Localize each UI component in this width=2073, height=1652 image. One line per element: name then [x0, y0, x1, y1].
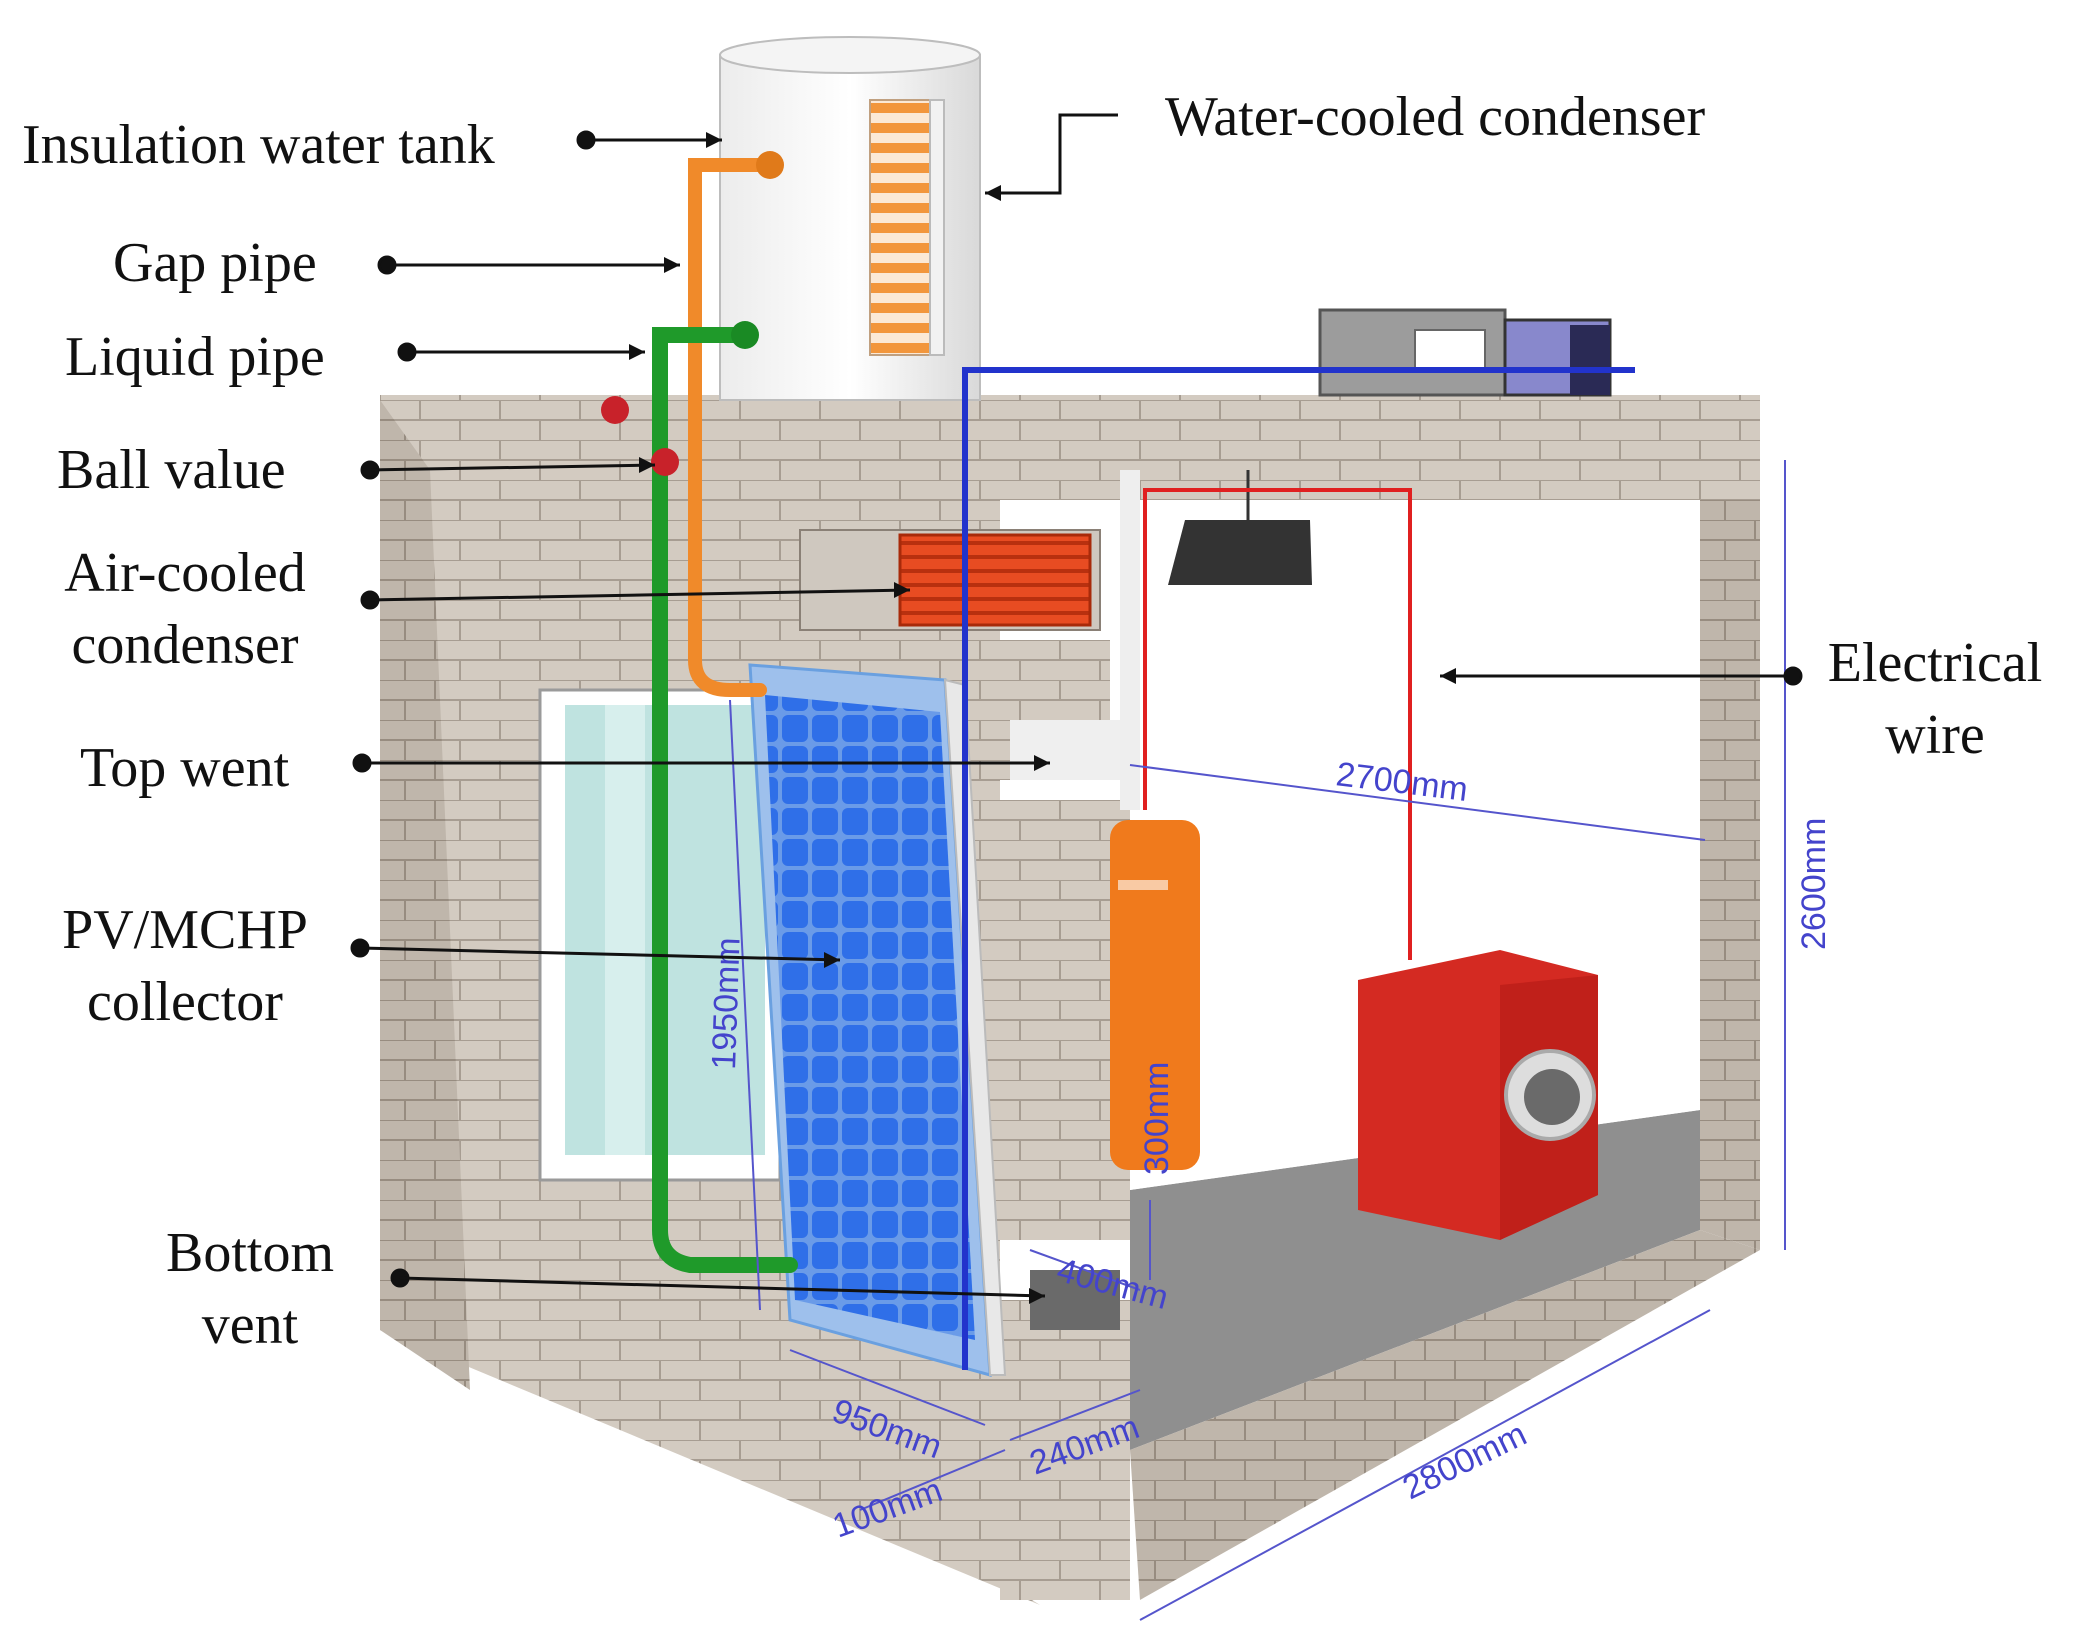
label-ball-valve: Ball value — [57, 439, 286, 501]
ball-valve-1 — [601, 396, 629, 424]
label-liquid-pipe: Liquid pipe — [65, 326, 325, 388]
ceiling-lamp — [1168, 520, 1312, 585]
gap-pipe — [688, 158, 777, 697]
floor-front-edge — [1130, 1230, 1760, 1600]
interior-partition — [1120, 470, 1140, 810]
label-pv-mchp-collector-2: collector — [87, 971, 283, 1033]
right-wall — [1700, 455, 1760, 1250]
blue-wire — [962, 367, 1635, 1370]
label-electrical-wire-2: wire — [1885, 704, 1985, 766]
tank-coil-rail — [929, 99, 945, 356]
label-electrical-wire-1: Electrical — [1827, 632, 2043, 694]
label-insulation-water-tank: Insulation water tank — [22, 114, 495, 176]
wall-base — [1000, 1300, 1130, 1600]
label-top-vent: Top went — [80, 737, 290, 799]
label-bottom-vent-2: vent — [201, 1294, 299, 1356]
left-wall-side — [380, 400, 470, 1390]
window-glass-light — [605, 705, 645, 1155]
label-pv-mchp-collector-1: PV/MCHP — [62, 899, 308, 961]
pv-collector-cells — [765, 695, 975, 1340]
ball-valve-2 — [651, 448, 679, 476]
liquid-pipe — [652, 327, 798, 1273]
air-cooled-condenser — [898, 533, 1092, 627]
red-wire-fridge — [1143, 488, 1250, 810]
roof-front-face — [1000, 400, 1760, 500]
top-vent-opening — [1010, 720, 1120, 780]
callout-leaders — [350, 113, 1803, 1298]
pv-collector-side — [943, 678, 1007, 1376]
dim-2600: 2600mm — [1795, 818, 1833, 950]
label-water-cooled-condenser: Water-cooled condenser — [1165, 86, 1706, 148]
fridge — [1110, 820, 1200, 1170]
dimension-lines — [729, 460, 1786, 1621]
label-air-cooled-condenser-1: Air-cooled — [64, 542, 306, 604]
water-tank-top — [719, 36, 981, 74]
bottom-vent-opening — [1030, 1270, 1120, 1330]
tank-coil — [869, 99, 931, 356]
wall-pier-lower — [1000, 800, 1130, 1240]
label-air-cooled-condenser-2: condenser — [71, 614, 299, 676]
red-wire-washer — [1250, 488, 1412, 960]
label-gap-pipe: Gap pipe — [113, 232, 317, 294]
label-bottom-vent-1: Bottom — [165, 1222, 335, 1284]
callout-arrowheads — [629, 132, 1456, 1304]
dim-300: 300mm — [1138, 1062, 1176, 1175]
